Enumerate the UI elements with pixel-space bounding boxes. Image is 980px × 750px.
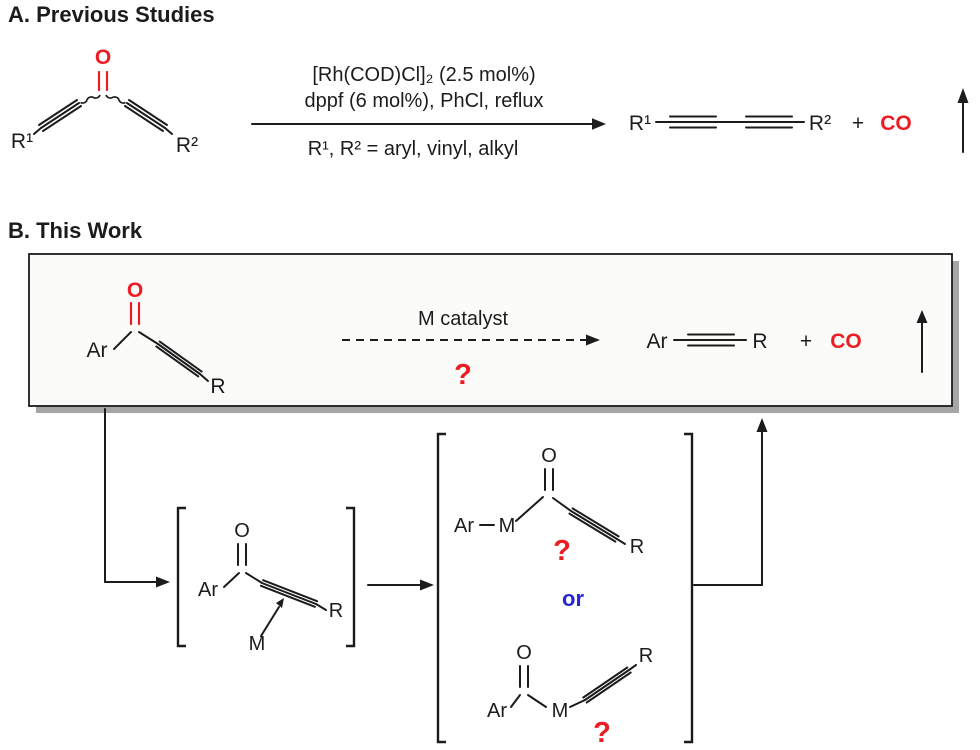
question-mark: ? (593, 717, 611, 749)
arrowhead (592, 118, 606, 130)
ar-label: Ar (198, 579, 218, 601)
left-triple-bond (33, 99, 82, 135)
this-work-box (28, 253, 953, 407)
right-triple-bond (124, 99, 173, 135)
co-byproduct-a: + CO (852, 88, 969, 153)
r2-label: R² (176, 134, 198, 157)
diyne-product: R¹ R² (629, 112, 831, 135)
conditions-line2: dppf (6 mol%), PhCl, reflux (305, 90, 544, 112)
r-label: R (329, 600, 343, 622)
conditions-line1: [Rh(COD)Cl]₂ (2.5 mol%) (312, 64, 535, 86)
acyl-metal-alkynyl-option: O Ar M R ? (487, 642, 653, 749)
diynone-structure: O R¹ R² (11, 46, 198, 157)
r-label: R (639, 645, 653, 667)
question-mark: ? (553, 535, 571, 567)
gas-evolution-arrow (957, 88, 969, 103)
arrowhead (586, 334, 600, 346)
conditions-line3: R¹, R² = aryl, vinyl, alkyl (308, 138, 519, 160)
carbonyl-oxygen-label: O (541, 445, 557, 467)
ynone-substrate: Ar O R (87, 279, 226, 398)
r-label: R (630, 536, 644, 558)
question-mark: ? (454, 359, 472, 391)
metal-label: M (552, 700, 569, 722)
r2-label: R² (809, 112, 831, 135)
catalyst-arrow: M catalyst ? (342, 308, 600, 391)
wavy-bond-left (80, 94, 101, 104)
triple-bond (669, 115, 717, 129)
left-bracket (176, 506, 186, 648)
plus-sign: + (800, 330, 812, 353)
arrowhead (156, 576, 170, 588)
reaction-arrow-a: [Rh(COD)Cl]₂ (2.5 mol%) dppf (6 mol%), P… (251, 64, 606, 160)
co-label: CO (830, 330, 862, 353)
triple-bond (259, 579, 319, 608)
triple-bond (687, 333, 735, 347)
right-bracket (346, 506, 356, 648)
arrowhead (420, 579, 434, 591)
coordination-arrowhead (276, 598, 284, 608)
co-label: CO (880, 112, 912, 135)
section-b: B. This Work Ar O R M catalyst ? (8, 218, 959, 749)
triple-bond (155, 340, 203, 378)
r1-label: R¹ (629, 112, 651, 135)
carbonyl-oxygen-label: O (127, 279, 143, 302)
options-to-product-arrow (693, 418, 768, 586)
r-label: R (210, 375, 225, 398)
triple-bond (582, 666, 632, 704)
ar-label: Ar (454, 515, 474, 537)
metal-label: M (499, 515, 516, 537)
arrowhead (756, 418, 768, 432)
carbonyl-oxygen-label: O (516, 642, 532, 664)
section-a-title: A. Previous Studies (8, 2, 215, 27)
section-a: A. Previous Studies O R¹ R² (8, 2, 969, 160)
right-bracket (684, 432, 694, 744)
ar-label: Ar (87, 339, 108, 362)
catalyst-label: M catalyst (418, 308, 508, 330)
gas-evolution-arrow (916, 310, 928, 323)
r1-label: R¹ (11, 130, 33, 153)
mechanism: Ar O R M (104, 408, 768, 749)
triple-bond (745, 115, 793, 129)
carbonyl-oxygen-label: O (234, 520, 250, 542)
ar-label: Ar (487, 700, 507, 722)
section-b-title: B. This Work (8, 218, 143, 243)
pi-complex-intermediate: Ar O R M (198, 520, 343, 655)
metal-label: M (249, 633, 266, 655)
plus-sign: + (852, 112, 864, 135)
ar-label: Ar (647, 330, 668, 353)
intermediate-to-options-arrow (367, 579, 434, 591)
wavy-bond-right (105, 94, 126, 104)
triple-bond (568, 507, 620, 543)
aryl-metal-acyl-option: Ar M O R ? (454, 445, 644, 567)
substrate-to-intermediate-arrow (104, 408, 170, 588)
or-label: or (562, 586, 584, 611)
alkyne-product: Ar R + CO (647, 310, 928, 373)
r-label: R (752, 330, 767, 353)
carbonyl-oxygen-label: O (95, 46, 111, 69)
left-bracket (436, 432, 446, 744)
